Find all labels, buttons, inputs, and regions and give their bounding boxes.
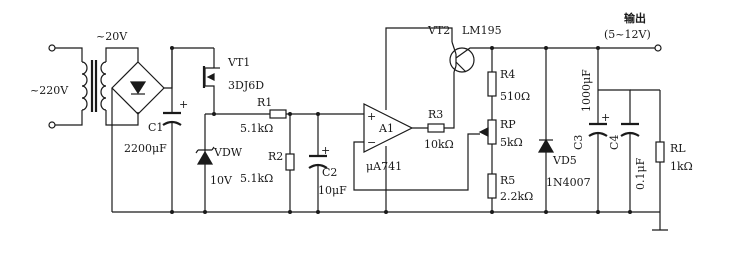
transformer: ~20V: [81, 30, 139, 126]
r3-value: 10kΩ: [424, 138, 454, 151]
r2-name: R2: [268, 150, 283, 163]
output-range: (5~12V): [604, 28, 651, 41]
r3-name: R3: [428, 108, 443, 121]
vd5-model: 1N4007: [546, 176, 591, 189]
capacitor-c4: C4 0.1μF: [608, 122, 647, 214]
resistor-r5: [487, 173, 497, 199]
a1-plus: +: [367, 110, 376, 123]
secondary-voltage-label: ~20V: [96, 30, 128, 43]
c2-value: 10μF: [318, 184, 347, 197]
r5-value: 2.2kΩ: [500, 190, 533, 203]
opamp-a1: + − A1 μA741: [353, 27, 480, 214]
c1-value: 2200μF: [124, 142, 167, 155]
r4-value: 510Ω: [500, 90, 530, 103]
output-title: 输出: [624, 11, 646, 25]
rl-value: 1kΩ: [670, 160, 693, 173]
transistor-vt2: VT2 LM195: [427, 24, 502, 73]
rl-name: RL: [670, 142, 686, 155]
c4-value: 0.1μF: [634, 157, 647, 190]
c3-value: 1000μF: [580, 69, 593, 112]
potentiometer-rp: [487, 119, 497, 145]
vt1-model: 3DJ6D: [228, 79, 264, 92]
load-resistor-rl: RL 1kΩ: [630, 89, 693, 231]
output-terminal: [654, 44, 662, 52]
rp-value: 5kΩ: [500, 136, 523, 149]
capacitor-c2: + C2 10μF: [308, 114, 347, 214]
c2-name: C2: [322, 166, 337, 179]
vdw-name: VDW: [213, 146, 243, 159]
divider-network: R4 510Ω RP 5kΩ R5 2.2kΩ: [478, 46, 533, 214]
r1-value: 5.1kΩ: [240, 122, 273, 135]
c4-name: C4: [608, 135, 621, 150]
input-voltage-label: ~220V: [30, 84, 69, 97]
vd5-name: VD5: [552, 154, 577, 167]
c3-name: C3: [572, 135, 585, 150]
input-terminal-top: [48, 44, 56, 52]
vt2-name: VT2: [427, 24, 450, 37]
resistor-r2: R2 5.1kΩ: [240, 114, 295, 214]
r4-name: R4: [500, 68, 515, 81]
diode-vd5: VD5 1N4007: [537, 46, 591, 214]
ac-input: ~220V: [30, 44, 83, 129]
svg-text:+: +: [321, 144, 330, 157]
r2-value: 5.1kΩ: [240, 172, 273, 185]
c1-name: C1: [148, 121, 163, 134]
jfet-vt1: VT1 3DJ6D: [202, 48, 264, 116]
a1-minus: −: [367, 136, 376, 149]
input-terminal-bottom: [48, 121, 56, 129]
r1-name: R1: [257, 96, 272, 109]
vdw-value: 10V: [210, 174, 233, 187]
capacitor-c1: + C1 2200μF: [124, 46, 188, 214]
resistor-r1: R1 5.1kΩ: [205, 96, 364, 135]
a1-name: A1: [378, 122, 394, 135]
vt1-name: VT1: [227, 56, 250, 69]
resistor-r4: [487, 71, 497, 97]
resistor-r3: R3 10kΩ: [424, 108, 454, 151]
r5-name: R5: [500, 174, 515, 187]
capacitor-c3: + 1000μF C3: [572, 46, 631, 214]
a1-model: μA741: [366, 160, 402, 173]
vt2-model: LM195: [462, 24, 502, 37]
svg-text:+: +: [601, 111, 610, 124]
rp-name: RP: [500, 118, 516, 131]
zener-vdw: VDW 10V: [195, 114, 243, 214]
svg-text:+: +: [179, 98, 188, 111]
